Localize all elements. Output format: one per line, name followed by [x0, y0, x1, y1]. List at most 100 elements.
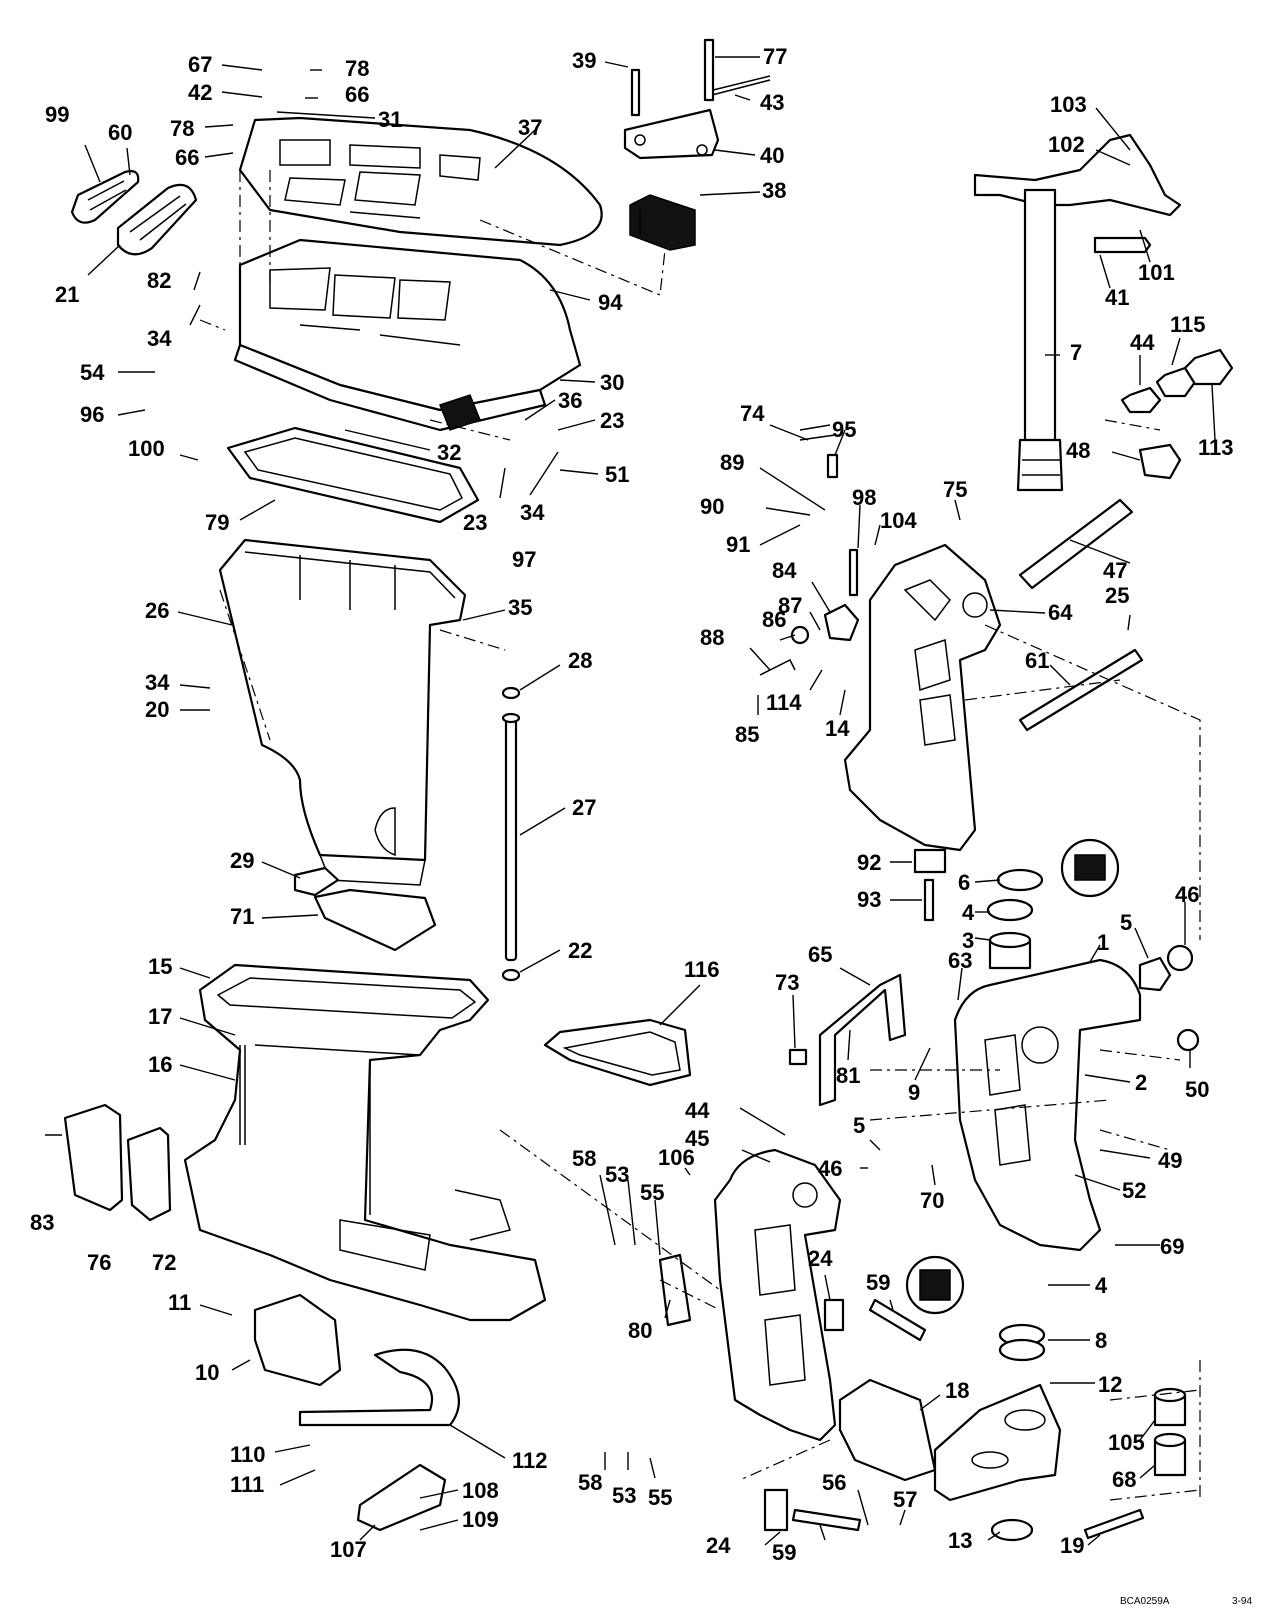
part-label-36: 36	[558, 388, 582, 413]
part-label-46b: 46	[818, 1156, 842, 1181]
part-label-103: 103	[1050, 92, 1087, 117]
part-label-110: 110	[230, 1442, 266, 1467]
part-label-4b: 4	[1095, 1273, 1108, 1298]
part-label-41: 41	[1105, 285, 1129, 310]
bracket-40	[623, 108, 720, 160]
part-label-16: 16	[148, 1052, 172, 1077]
part-label-4a: 4	[962, 900, 975, 925]
part-label-70: 70	[920, 1188, 944, 1213]
part-label-26: 26	[145, 598, 169, 623]
part-label-61: 61	[1025, 648, 1049, 673]
block-92	[913, 848, 947, 874]
part-label-82: 82	[147, 268, 171, 293]
part-label-76: 76	[87, 1250, 111, 1275]
part-label-55a: 55	[640, 1180, 664, 1205]
part-label-48: 48	[1066, 438, 1090, 463]
part-label-63: 63	[948, 948, 972, 973]
part-label-50: 50	[1185, 1077, 1209, 1102]
bolt-61	[1018, 648, 1144, 732]
part-label-96: 96	[80, 402, 104, 427]
bushing-5a	[1138, 956, 1172, 992]
part-label-47: 47	[1103, 558, 1127, 583]
part-label-44b: 44	[685, 1098, 710, 1123]
part-label-45: 45	[685, 1126, 709, 1151]
part-label-77: 77	[763, 44, 787, 69]
part-label-115: 115	[1170, 312, 1206, 337]
part-label-84: 84	[772, 558, 797, 583]
bolt-41	[1093, 236, 1152, 254]
part-label-3: 3	[962, 928, 974, 953]
cover-76	[63, 1103, 124, 1212]
part-label-78b: 78	[170, 116, 194, 141]
part-label-64: 64	[1048, 600, 1073, 625]
part-label-73: 73	[775, 970, 799, 995]
part-label-65: 65	[808, 942, 832, 967]
clamp-48	[1138, 443, 1182, 480]
bracket-18	[838, 1378, 937, 1482]
part-label-27: 27	[572, 795, 596, 820]
part-label-43: 43	[760, 90, 784, 115]
part-label-32: 32	[437, 440, 461, 465]
part-label-21: 21	[55, 282, 79, 307]
part-label-17: 17	[148, 1004, 172, 1029]
part-label-24b: 24	[706, 1533, 731, 1558]
plate-112	[298, 1348, 460, 1427]
part-label-92: 92	[857, 850, 881, 875]
part-label-58b: 58	[578, 1470, 602, 1495]
part-label-116: 116	[684, 957, 720, 982]
adapter-housing-30	[233, 238, 582, 432]
part-label-23b: 23	[463, 510, 487, 535]
part-label-69: 69	[1160, 1234, 1184, 1259]
part-label-30: 30	[600, 370, 624, 395]
part-label-40: 40	[760, 143, 784, 168]
part-label-14: 14	[825, 716, 850, 741]
part-label-74: 74	[740, 401, 765, 426]
exhaust-grommet-21	[116, 183, 198, 256]
lower-housing-15	[183, 963, 547, 1322]
part-label-42: 42	[188, 80, 212, 105]
steering-arm-7	[973, 133, 1182, 492]
adapter-gasket-37	[238, 116, 603, 247]
part-label-107: 107	[330, 1537, 367, 1562]
part-label-91: 91	[726, 532, 750, 557]
part-label-35: 35	[508, 595, 532, 620]
cover-10	[253, 1293, 342, 1387]
part-label-111: 111	[230, 1472, 264, 1497]
part-label-100: 100	[128, 436, 165, 461]
part-label-6: 6	[958, 870, 970, 895]
part-label-67: 67	[188, 52, 212, 77]
part-label-101: 101	[1138, 260, 1175, 285]
part-label-106: 106	[658, 1145, 695, 1170]
part-label-23a: 23	[600, 408, 624, 433]
part-label-89: 89	[720, 450, 744, 475]
part-label-105: 105	[1108, 1430, 1145, 1455]
part-label-29: 29	[230, 848, 254, 873]
part-label-5b: 5	[853, 1113, 865, 1138]
part-label-39: 39	[572, 48, 596, 73]
part-label-85: 85	[735, 722, 759, 747]
part-label-49: 49	[1158, 1148, 1182, 1173]
part-label-1: 1	[1097, 930, 1109, 955]
part-label-75: 75	[943, 477, 967, 502]
part-label-109: 109	[462, 1507, 499, 1532]
part-label-98: 98	[852, 485, 876, 510]
footer-code: BCA0259A	[1120, 1596, 1170, 1607]
grease-symbol-bottom	[905, 1255, 965, 1315]
part-label-19: 19	[1060, 1533, 1084, 1558]
leader-lines	[45, 56, 1216, 1546]
part-label-66b: 66	[175, 145, 199, 170]
part-label-112: 112	[512, 1448, 548, 1473]
part-label-86: 86	[762, 607, 786, 632]
part-label-88: 88	[700, 625, 724, 650]
footer-date: 3-94	[1232, 1596, 1252, 1607]
part-label-52: 52	[1122, 1178, 1146, 1203]
part-label-94: 94	[598, 290, 623, 315]
part-label-9: 9	[908, 1080, 920, 1105]
part-label-2: 2	[1135, 1070, 1147, 1095]
gasket-72	[126, 1126, 172, 1222]
stern-bracket-45	[713, 1148, 842, 1442]
part-label-93: 93	[857, 887, 881, 912]
part-label-99: 99	[45, 102, 69, 127]
part-label-53b: 53	[612, 1483, 636, 1508]
